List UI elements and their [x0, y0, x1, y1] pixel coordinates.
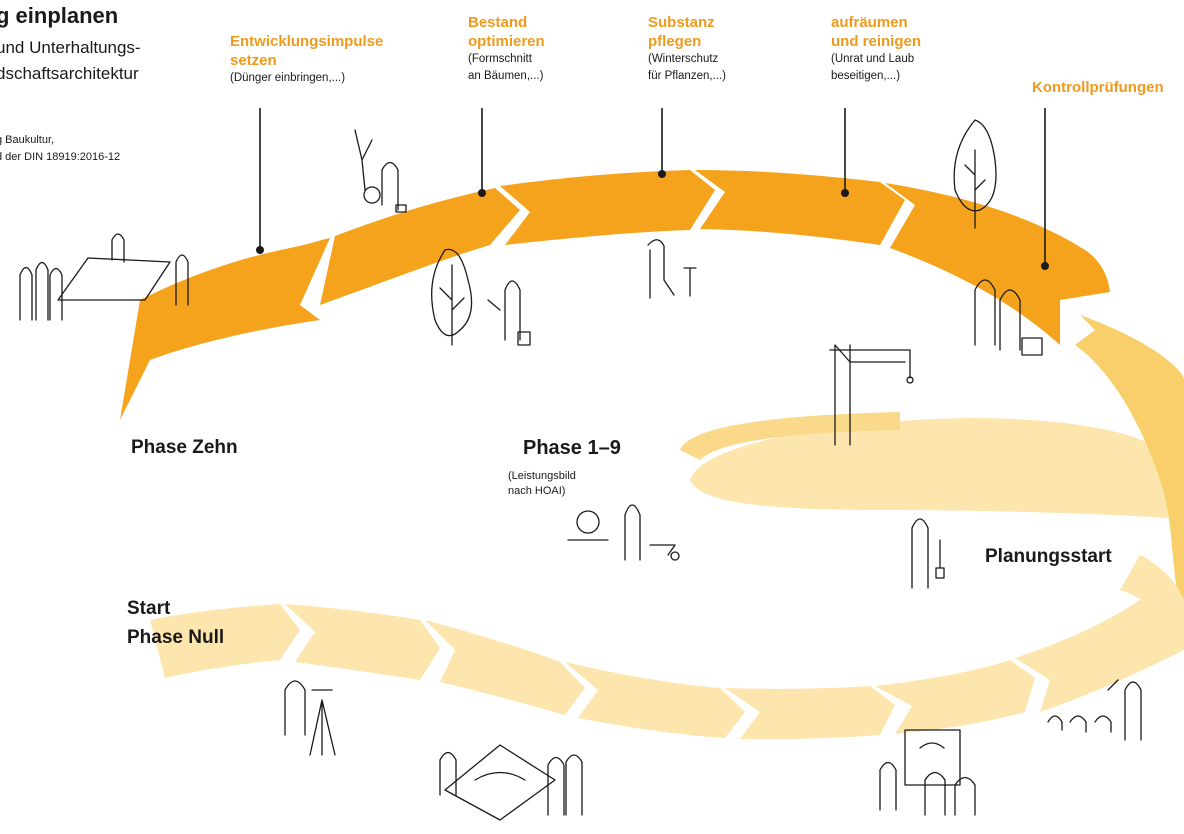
step-detail: (Formschnitt: [468, 53, 532, 65]
step-detail: für Pflanzen,...): [648, 70, 726, 82]
source-line-2: d der DIN 18919:2016-12: [0, 151, 121, 163]
phase-1-9-detail-line-1: (Leistungsbild: [508, 470, 576, 482]
phase-1-9-label: Phase 1–9: [523, 437, 621, 459]
kneeling-gardener-icon: [647, 239, 697, 299]
phase-1-9-detail-line-2: nach HOAI): [508, 485, 566, 497]
tree-with-worker-icon: [431, 248, 531, 346]
phase-1-9-block: Phase 1–9: [523, 437, 621, 460]
step-substanz-pflegen: Substanz pflegen (Winterschutz für Pflan…: [648, 13, 726, 85]
audience-icon: [1047, 679, 1142, 741]
phase-null-label: Phase Null: [127, 627, 225, 648]
construction-crane-icon: [829, 344, 914, 446]
right-rising-band-light: [1120, 555, 1184, 650]
step-heading: aufräumen: [831, 14, 908, 31]
step-detail: (Winterschutz: [648, 53, 719, 65]
two-inspectors-icon: [974, 279, 1043, 356]
step-heading: optimieren: [468, 33, 545, 50]
start-phase-null-block: Start Phase Null: [127, 594, 224, 652]
plan-table-group-icon: [439, 744, 583, 821]
start-label: Start: [127, 598, 171, 619]
leader-dots: [256, 170, 1049, 270]
subtitle-line-1: und Unterhaltungs-: [0, 38, 141, 57]
phase-null-band: [150, 600, 1184, 740]
tree-outline-icon: [953, 119, 997, 229]
step-entwicklungsimpulse: Entwicklungsimpulse setzen (Dünger einbr…: [230, 32, 383, 87]
surveyor-icon: [284, 680, 336, 756]
subtitle-line-2: dschaftsarchitektur: [0, 64, 139, 83]
phase-zehn-label: Phase Zehn: [131, 437, 238, 458]
inner-loop-fold: [680, 412, 900, 460]
right-rising-band: [1075, 315, 1184, 620]
leader-lines: [259, 108, 1046, 265]
tree-and-person-icon: [354, 129, 407, 213]
step-aufraeumen: aufräumen und reinigen (Unrat und Laub b…: [831, 13, 921, 85]
presentation-group-icon: [879, 729, 976, 816]
group-with-church-model-icon: [19, 233, 189, 321]
step-detail: an Bäumen,...): [468, 70, 544, 82]
page-title: g einplanen: [0, 3, 119, 28]
step-kontrollpruefungen: Kontrollprüfungen: [1032, 78, 1164, 97]
worker-with-shovel-icon: [911, 518, 945, 589]
step-heading: pflegen: [648, 33, 702, 50]
step-heading: Kontrollprüfungen: [1032, 79, 1164, 96]
step-detail: beseitigen,...): [831, 70, 901, 82]
source-line-1: g Baukultur,: [0, 134, 55, 146]
step-detail: (Dünger einbringen,...): [230, 72, 346, 84]
planungsstart-label: Planungsstart: [985, 546, 1112, 567]
inner-loop-band: [690, 418, 1184, 520]
phase-zehn-band: [120, 170, 1110, 420]
step-heading: Entwicklungsimpulse: [230, 33, 384, 50]
step-bestand-optimieren: Bestand optimieren (Formschnitt an Bäume…: [468, 13, 545, 85]
step-heading: und reinigen: [831, 33, 921, 50]
mixer-and-wheelbarrow-icon: [567, 504, 680, 561]
step-detail: (Unrat und Laub: [831, 53, 915, 65]
step-heading: Bestand: [468, 14, 528, 31]
step-heading: Substanz: [648, 14, 715, 31]
step-heading: setzen: [230, 52, 277, 69]
